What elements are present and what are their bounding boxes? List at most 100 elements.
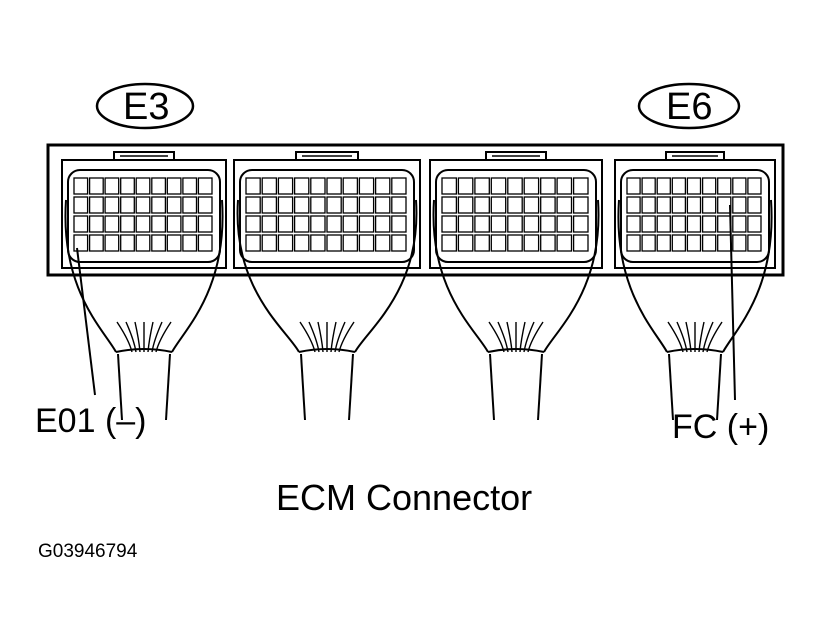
connector-e4-sleeve-top [298,348,356,353]
connector-e4-terminal [374,234,391,252]
connector-e6-terminal [641,234,656,252]
connector-e3-sleeve-top [115,348,173,353]
connector-e5-harness-left [432,199,489,353]
connector-e3-housing [61,159,227,269]
connector-e3-terminal [73,234,89,252]
connector-e3-terminal [120,234,135,252]
connector-e6-terminal [641,215,656,233]
connector-e6-terminal [717,177,732,195]
connector-e3-wire-strand [116,321,133,353]
connector-e4-terminal [261,234,278,252]
pin-label-e01: E01 (–) [35,402,147,440]
connector-e3-terminal [73,177,89,195]
connector-e6-terminal [656,177,671,195]
connector-e6-terminal [686,196,702,214]
connector-e4-cavity [239,169,415,263]
fc-leader-line [729,204,736,401]
connector-e5-terminal [441,215,458,233]
connector-e6-terminal [717,196,732,214]
connector-e3-terminal [151,234,167,252]
connector-e5-terminal [441,177,458,195]
connector-e6-terminal [701,234,717,252]
connector-e3-terminal [166,196,182,214]
connector-e5-terminal [490,234,507,252]
connector-e3-terminal [135,177,151,195]
connector-e5-terminal [556,234,573,252]
connector-e4-terminal [374,215,391,233]
connector-e4-terminal [358,215,375,233]
connector-e4-terminal [342,177,359,195]
connector-e3-terminal [197,196,213,214]
connector-e4-terminal [293,196,310,214]
connector-e5-terminal [490,215,507,233]
connector-e4-housing [233,159,421,269]
connector-e5-terminal [457,215,474,233]
connector-e6-terminal [717,234,732,252]
connector-e4-terminal [326,215,342,233]
connector-e4-terminal [358,196,375,214]
connector-e4-wire-strand [299,321,316,353]
connector-e4-terminal [342,215,359,233]
connector-e6-terminal [641,196,656,214]
connector-e6-terminal [671,215,687,233]
connector-e5-terminal [572,177,589,195]
connector-e4-sleeve-right [348,353,354,421]
connector-e4-terminal [277,196,294,214]
connector-e6-wire-strand [706,321,723,353]
connector-e6-latch [665,151,725,160]
connector-e4-terminal [326,177,342,195]
connector-e5-terminal [490,177,507,195]
connector-e4-sleeve-left [300,353,306,421]
connector-e5-wire-strand [527,321,544,353]
connector-tag-e3: E3 [123,86,170,128]
connector-e3-terminal [88,215,104,233]
connector-e4-harness-right [354,199,418,353]
connector-e3-terminal [197,177,213,195]
connector-e3-terminal [166,215,182,233]
connector-e5-terminal [540,234,556,252]
connector-e4-terminal [277,234,294,252]
connector-e5-terminal [457,234,474,252]
connector-e6-wire-strand [667,321,684,353]
connector-e3-wire-strand [155,321,172,353]
connector-e5-terminal [441,234,458,252]
connector-e3-terminal [197,234,213,252]
connector-e4-terminal [374,196,391,214]
connector-e4-terminal [342,196,359,214]
connector-e5-wire-strand [488,321,505,353]
connector-e4-terminal [326,234,342,252]
connector-e3-sleeve-left [117,353,123,421]
connector-e4-terminal [374,177,391,195]
connector-e3-sleeve-right [165,353,171,421]
connector-e4-terminal [245,234,261,252]
connector-e6-sleeve-left [668,353,674,421]
connector-e4-terminal [391,196,407,214]
connector-e5-terminal [572,234,589,252]
connector-e5-terminal [523,234,540,252]
connector-e3-terminal [88,196,104,214]
connector-e6-terminal [626,196,641,214]
connector-e4-latch [295,151,359,160]
connector-e5-sleeve-top [487,348,545,353]
connector-e5-latch [485,151,547,160]
connector-e6-terminal [656,215,671,233]
connector-e3-terminal [182,215,198,233]
connector-e6-terminal [701,196,717,214]
connector-e5-terminal [474,234,490,252]
connector-e3-terminal [120,177,135,195]
pin-label-fc: FC (+) [672,408,770,446]
connector-e5-terminal [523,177,540,195]
connector-e5-terminal [556,177,573,195]
connector-e3-terminal [151,196,167,214]
connector-e6-terminal [656,234,671,252]
connector-e5-terminal [507,196,523,214]
connector-e3-terminal [120,196,135,214]
connector-e4-terminal [293,215,310,233]
connector-e5-terminal [572,196,589,214]
connector-e5-terminal [507,234,523,252]
connector-e5-terminal [507,215,523,233]
connector-e3-latch [113,151,175,160]
connector-e6-terminal [686,234,702,252]
connector-e6-terminal [701,177,717,195]
